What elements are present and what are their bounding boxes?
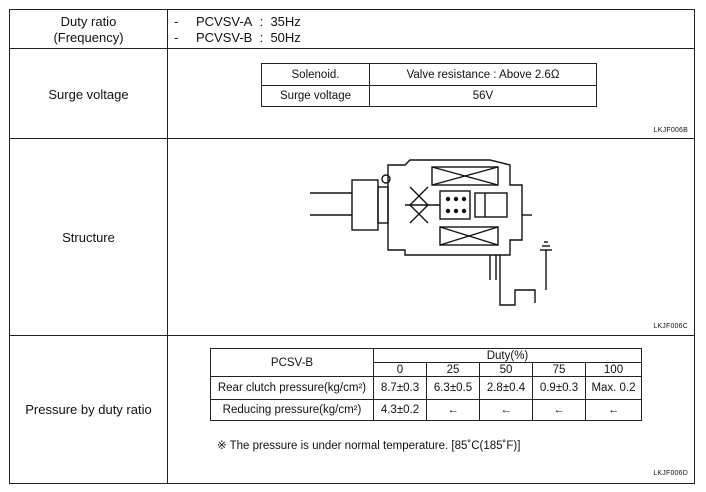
figure-code: LKJF006B xyxy=(653,127,688,134)
table-cell: 4.3±0.2 xyxy=(373,399,427,421)
duty-value: 0 xyxy=(373,362,427,377)
table-corner: PCSV-B xyxy=(210,348,374,377)
solenoid-structure-diagram xyxy=(310,159,552,306)
figure-code: LKJF006C xyxy=(653,323,688,330)
temperature-note: ※ The pressure is under normal temperatu… xyxy=(217,440,521,452)
table-row: Solenoid. Valve resistance : Above 2.6Ω xyxy=(261,63,597,86)
row-divider xyxy=(10,48,694,49)
structure-label: Structure xyxy=(62,230,115,245)
duty-value: 50 xyxy=(479,362,533,377)
table-cell: Valve resistance : Above 2.6Ω xyxy=(369,63,597,86)
duty-ratio-label: Duty ratio xyxy=(60,14,117,29)
duty-value: 25 xyxy=(426,362,480,377)
column-divider xyxy=(167,10,168,483)
row-divider xyxy=(10,138,694,139)
table-cell: ← xyxy=(426,399,480,421)
duty-item-a: - PCVSV-A : 35Hz xyxy=(174,14,301,29)
duty-item-name: PCVSV-A xyxy=(196,14,253,29)
frequency-label: (Frequency) xyxy=(53,30,124,45)
row-divider xyxy=(10,335,694,336)
table-cell: 56V xyxy=(369,85,597,107)
duty-item-value: 50Hz xyxy=(270,30,301,45)
table-cell: Max. 0.2 xyxy=(585,376,642,400)
spec-sheet: Duty ratio (Frequency) - PCVSV-A : 35Hz -… xyxy=(9,9,695,484)
bullet: - xyxy=(174,14,179,29)
table-cell: 0.9±0.3 xyxy=(532,376,586,400)
table-row: Reducing pressure(kg/cm²) 4.3±0.2 ← ← ← … xyxy=(210,399,642,421)
table-cell: 2.8±0.4 xyxy=(479,376,533,400)
row-name: Reducing pressure(kg/cm²) xyxy=(210,399,374,421)
duty-item-b: - PCVSV-B : 50Hz xyxy=(174,30,301,45)
row-name: Rear clutch pressure(kg/cm²) xyxy=(210,376,374,400)
duty-item-value: 35Hz xyxy=(270,14,301,29)
pressure-label: Pressure by duty ratio xyxy=(25,402,152,417)
duty-header: Duty(%) xyxy=(373,348,642,363)
table-row: Rear clutch pressure(kg/cm²) 8.7±0.3 6.3… xyxy=(210,376,642,400)
duty-value: 100 xyxy=(585,362,642,377)
table-row: Surge voltage 56V xyxy=(261,85,597,107)
surge-voltage-label: Surge voltage xyxy=(48,87,129,102)
duty-item-sep: : xyxy=(259,30,264,45)
table-cell: Surge voltage xyxy=(261,85,370,107)
table-row: PCSV-B Duty(%) xyxy=(210,348,642,377)
table-cell: ← xyxy=(585,399,642,421)
bullet: - xyxy=(174,30,179,45)
table-cell: ← xyxy=(479,399,533,421)
table-cell: Solenoid. xyxy=(261,63,370,86)
duty-item-sep: : xyxy=(259,14,264,29)
pressure-table: PCSV-B Duty(%) 0 25 50 75 100 Rear clutc… xyxy=(210,348,642,421)
table-cell: ← xyxy=(532,399,586,421)
duty-value: 75 xyxy=(532,362,586,377)
table-cell: 8.7±0.3 xyxy=(373,376,427,400)
surge-voltage-table: Solenoid. Valve resistance : Above 2.6Ω … xyxy=(261,63,597,107)
duty-item-name: PCVSV-B xyxy=(196,30,253,45)
figure-code: LKJF006D xyxy=(653,470,688,477)
table-cell: 6.3±0.5 xyxy=(426,376,480,400)
